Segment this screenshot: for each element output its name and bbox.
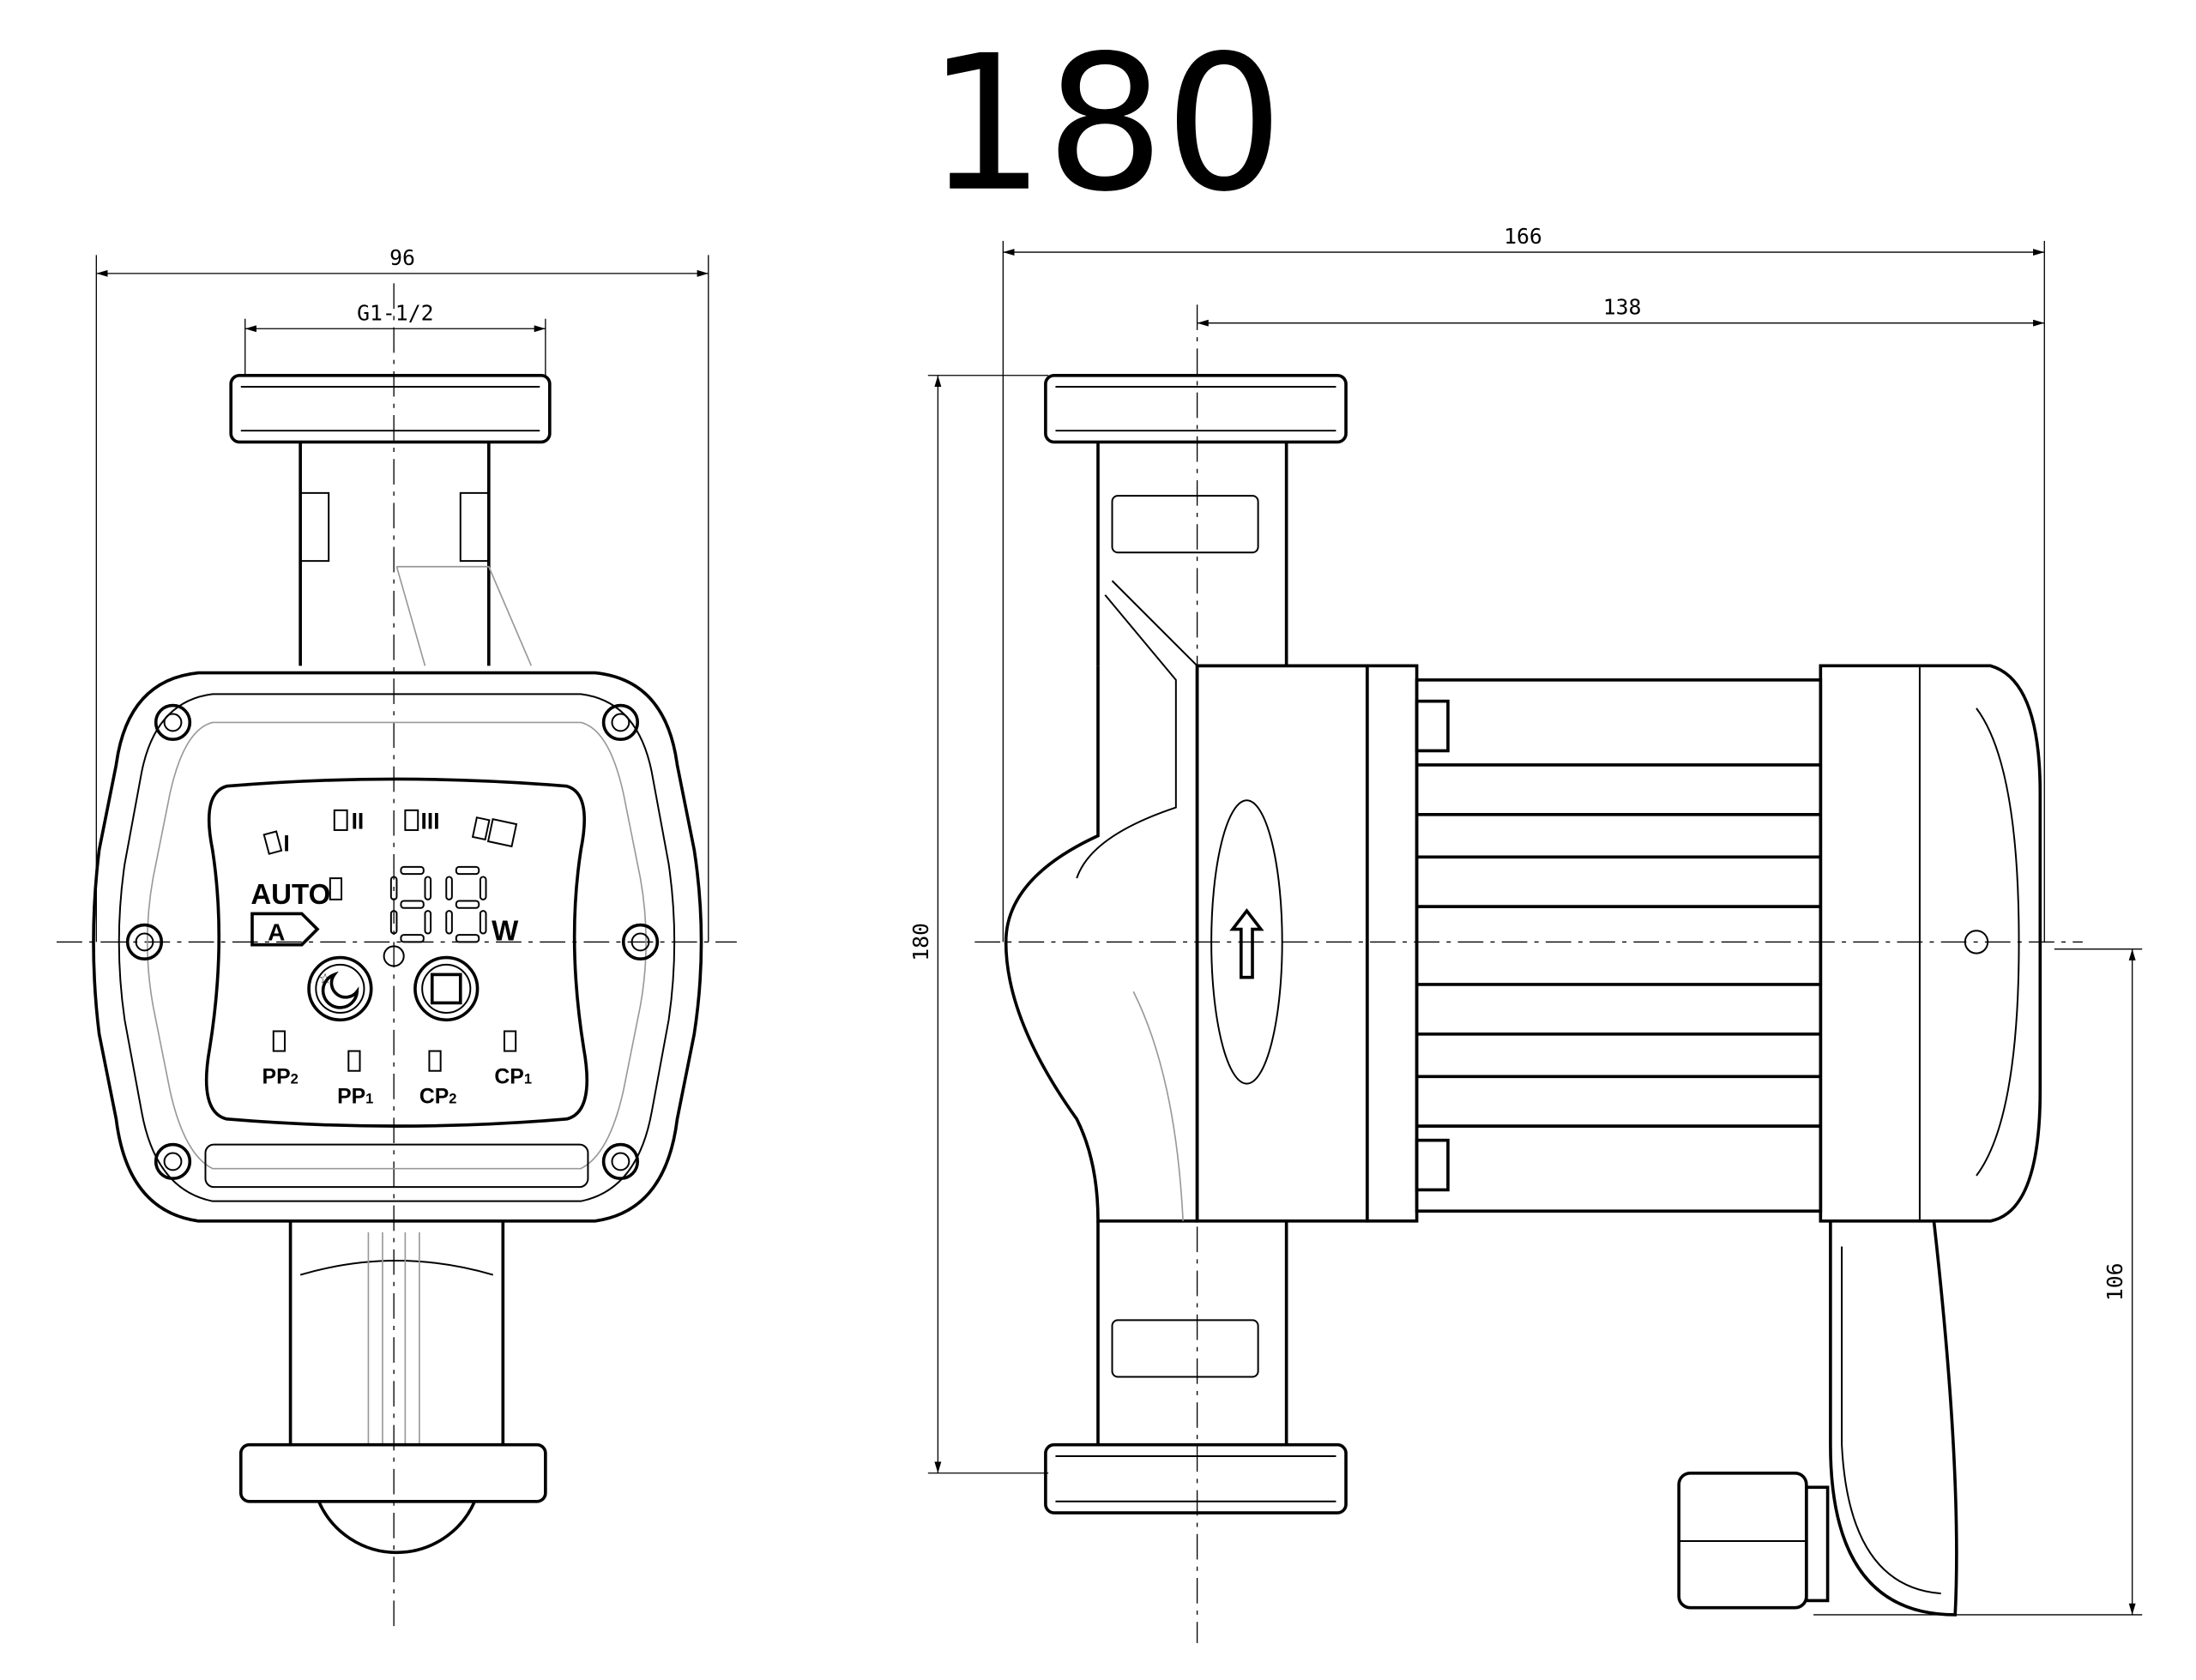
volute-housing (1004, 664, 1367, 1223)
moon-icon (321, 971, 359, 1009)
dim-180: 180 (908, 923, 933, 961)
mode-cp2: CP2 (419, 1086, 457, 1109)
speed-indicators: I II III (262, 808, 518, 857)
front-view: 96 G1-1/2 I II III (57, 245, 737, 1629)
side-view: 166 138 180 106 (908, 224, 2143, 1643)
dimension-height: 180 (908, 375, 1049, 1474)
square-icon (430, 972, 462, 1005)
pump-body (92, 671, 703, 1223)
flow-direction-plate (1210, 799, 1283, 1085)
dimension-thread: G1-1/2 (244, 300, 546, 376)
speed-label-1: I (283, 831, 289, 857)
watt-unit: W (492, 915, 519, 947)
dim-138: 138 (1603, 295, 1642, 320)
mode-cp1: CP1 (494, 1066, 532, 1089)
mode-button[interactable] (413, 955, 480, 1022)
speed-label-3: III (421, 808, 440, 834)
dim-166: 166 (1504, 224, 1542, 249)
cable-gland (1677, 1220, 1958, 1617)
side-top-flange (1044, 373, 1348, 444)
bottom-flange (238, 1442, 547, 1503)
motor-fins (1415, 678, 1823, 1213)
motor-ring (1365, 664, 1419, 1223)
screws (125, 703, 660, 1181)
side-bottom-flange (1044, 1442, 1348, 1514)
night-mode-icon (486, 818, 518, 848)
dimension-motor-length: 138 (1197, 295, 2045, 327)
mode-pp2: PP2 (262, 1066, 299, 1089)
mode-pp1: PP1 (337, 1086, 373, 1109)
energy-class-label: A (268, 919, 285, 946)
auto-label: AUTO (250, 878, 330, 910)
power-display (389, 865, 487, 943)
control-head (1819, 664, 2042, 1223)
night-mode-button[interactable]: ☆ (307, 955, 373, 1022)
star-icon: ☆ (319, 970, 332, 986)
dim-106: 106 (2102, 1262, 2127, 1301)
dim-thread: G1-1/2 (357, 300, 433, 325)
dimension-box-height: 106 (1813, 948, 2143, 1616)
speed-label-2: II (352, 808, 365, 834)
mode-indicators: PP2 PP1 CP2 CP1 (262, 1030, 532, 1109)
dimension-width: 96 (95, 245, 709, 942)
dim-96: 96 (389, 245, 415, 270)
top-flange (229, 373, 552, 444)
dimension-overall-length: 166 (1002, 224, 2045, 942)
energy-class-badge (250, 912, 320, 947)
control-panel: I II III AUTO A W ☆ (204, 777, 589, 1128)
flow-arrow-icon (1229, 908, 1264, 979)
drawing-title: 180 (926, 16, 1283, 233)
